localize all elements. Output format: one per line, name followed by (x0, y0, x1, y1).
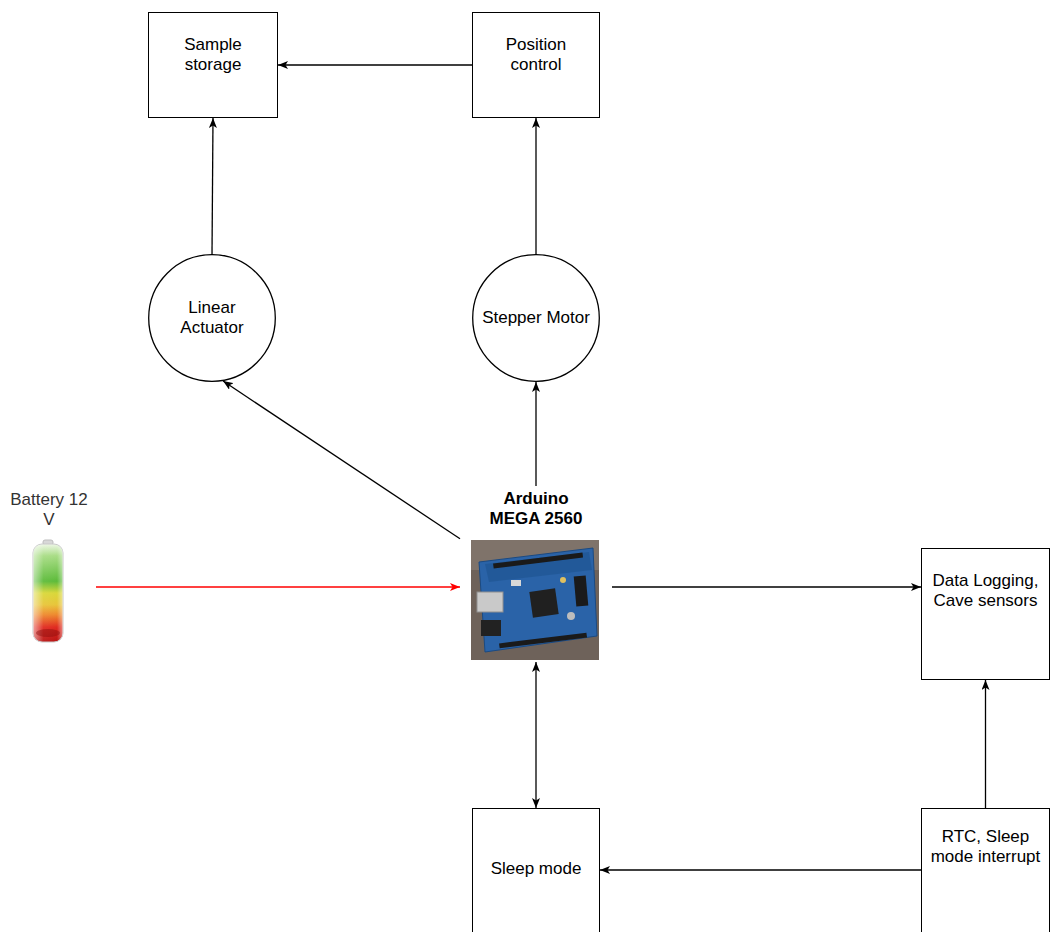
node-label: Sleep mode (491, 859, 582, 879)
node-label: Linear Actuator (158, 298, 266, 338)
arduino-board-photo (471, 540, 599, 660)
signal-arrow (535, 118, 536, 254)
power-line (96, 586, 460, 587)
usb-socket (477, 592, 503, 612)
motor-circle: Stepper Motor (472, 254, 600, 382)
node-label: Data Logging, Cave sensors (930, 571, 1041, 611)
battery-icon (30, 540, 66, 644)
header-row (493, 553, 583, 569)
chip (529, 588, 558, 617)
signal-arrow (535, 662, 536, 808)
rtc-box: RTC, Sleep mode interrupt (921, 808, 1050, 932)
battery-gloss (33, 544, 63, 642)
node-label: Battery 12 V (10, 490, 88, 530)
signal-arrow (278, 64, 472, 65)
battery-base (36, 629, 60, 637)
process-box: Position control (472, 12, 600, 118)
signal-arrow (985, 680, 986, 808)
signal-arrow (535, 382, 536, 486)
photo-background (471, 540, 599, 660)
header-row (499, 633, 587, 649)
capacitor (567, 612, 575, 620)
signal-arrow (612, 586, 921, 587)
power-jack (481, 620, 501, 636)
signal-arrow (223, 381, 460, 539)
node-label: Position control (481, 35, 591, 75)
circle-shape (149, 255, 276, 382)
battery-node: Battery 12 V (2, 488, 96, 644)
sleep-box: Sleep mode (472, 808, 600, 932)
signal-arrow (600, 869, 921, 870)
led (560, 577, 566, 583)
node-label: RTC, Sleep mode interrupt (930, 827, 1041, 867)
header-block (574, 576, 589, 607)
battery-body (33, 544, 63, 642)
storage-box: Sample storage (148, 12, 278, 118)
crystal (511, 580, 521, 586)
controller-node: Arduino MEGA 2560 (460, 486, 612, 662)
actuator-circle: Linear Actuator (148, 254, 276, 382)
logging-box: Data Logging, Cave sensors (921, 548, 1050, 680)
board-title: Arduino MEGA 2560 (480, 489, 592, 529)
node-label: Sample storage (157, 35, 269, 75)
node-label: Stepper Motor (482, 308, 590, 328)
circle-shape (473, 255, 600, 382)
signal-arrow (212, 118, 213, 254)
